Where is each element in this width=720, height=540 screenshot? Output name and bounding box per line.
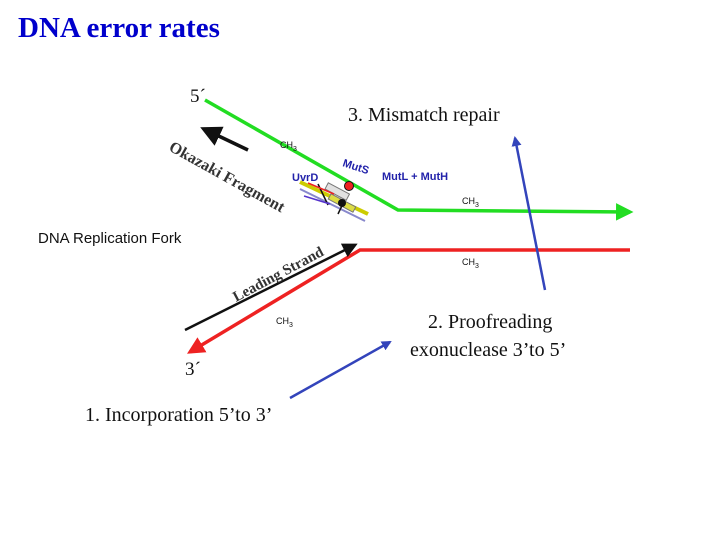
- ch3-label-1: CH3: [280, 140, 297, 153]
- incorporation-text: 1. Incorporation 5’to 3’: [85, 404, 272, 426]
- leading-strand-label: Leading Strand: [230, 244, 327, 306]
- leading-strand-line: [184, 243, 358, 332]
- muts-dot: [344, 181, 354, 191]
- muts-label: MutS: [341, 157, 370, 177]
- five-prime-label: 5´: [190, 86, 206, 107]
- repair-complex: [299, 180, 369, 222]
- svg-text:CH3: CH3: [462, 257, 479, 270]
- ch3-label-3: CH3: [462, 257, 479, 270]
- mismatch-repair-text: 3. Mismatch repair: [348, 104, 500, 126]
- okazaki-arrow: [200, 126, 249, 152]
- svg-text:CH3: CH3: [462, 196, 479, 209]
- uvrd-label: UvrD: [292, 172, 318, 184]
- svg-text:CH3: CH3: [280, 140, 297, 153]
- okazaki-fragment-label: Okazaki Fragment: [166, 139, 288, 217]
- ch3-label-4: CH3: [276, 316, 293, 329]
- page-title: DNA error rates: [18, 12, 220, 44]
- proofreading-text-line1: 2. Proofreading: [428, 311, 552, 333]
- mutl-muth-label: MutL + MutH: [382, 171, 448, 183]
- red-strand: [186, 248, 398, 354]
- proofreading-arrow: [289, 340, 392, 400]
- three-prime-label: 3´: [185, 359, 201, 380]
- ch3-label-2: CH3: [462, 196, 479, 209]
- svg-text:CH3: CH3: [276, 316, 293, 329]
- fork-label: DNA Replication Fork: [38, 230, 182, 247]
- green-strand: [204, 98, 634, 221]
- proofreading-text-line2: exonuclease 3’to 5’: [410, 339, 566, 361]
- mismatch-repair-arrow: [511, 136, 547, 291]
- black-dot: [338, 199, 346, 207]
